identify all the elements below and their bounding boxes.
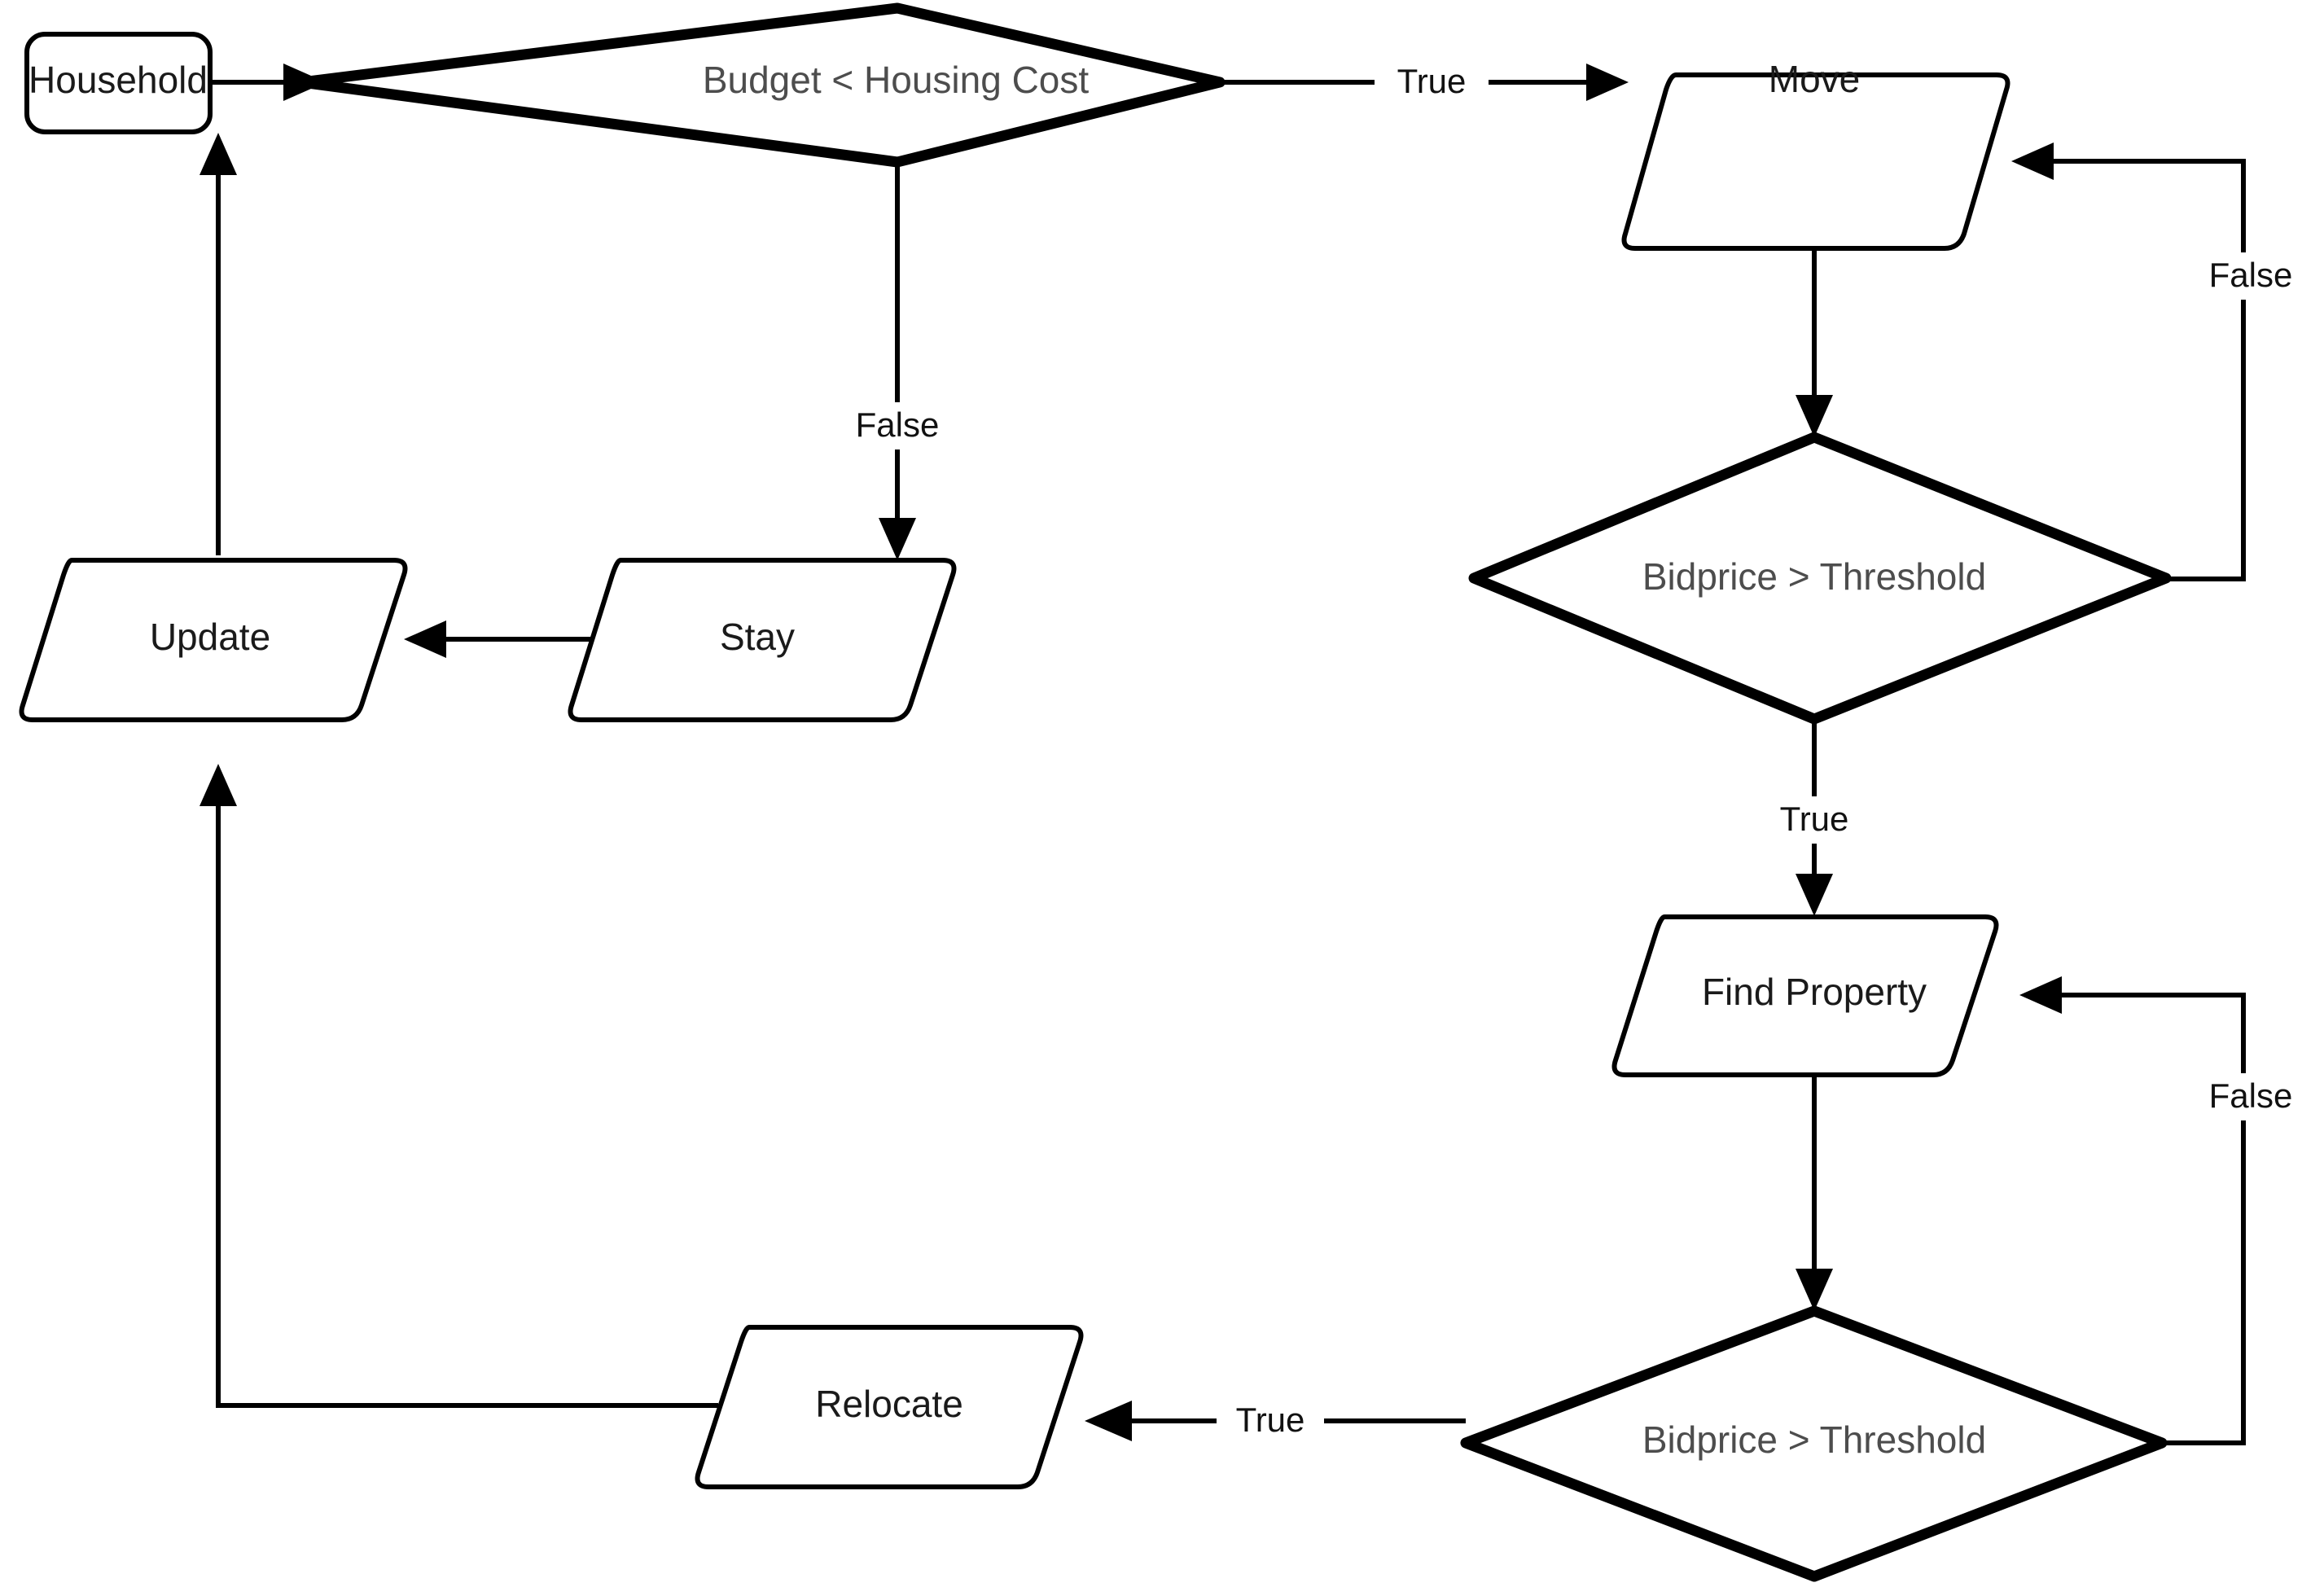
node-bid-check-1[interactable]: Bidprice > Threshold xyxy=(1468,432,2172,725)
node-stay[interactable]: Stay xyxy=(568,558,957,722)
edge-bid1-false-to-move: False xyxy=(2011,142,2311,581)
node-relocate[interactable]: Relocate xyxy=(695,1325,1084,1489)
node-household[interactable]: Household xyxy=(24,32,213,134)
node-update[interactable]: Update xyxy=(19,558,408,722)
edge-bid2-true-to-relocate: True xyxy=(1085,1397,1466,1445)
edge-update-to-household xyxy=(200,133,237,555)
node-budget-check[interactable]: Budget < Housing Cost xyxy=(296,2,1226,168)
edge-label-bid2-true: True xyxy=(1236,1401,1305,1439)
edge-budget-true-to-move: True xyxy=(1220,59,1629,106)
edge-relocate-to-update xyxy=(200,764,718,1408)
edge-label-bid2-false: False xyxy=(2209,1076,2293,1115)
edge-label-bid1-true: True xyxy=(1780,800,1849,838)
edge-label-bid1-false: False xyxy=(2209,256,2293,294)
edge-bid1-true-to-find: True xyxy=(1761,719,1868,916)
node-find-property[interactable]: Find Property xyxy=(1611,914,1999,1077)
edge-budget-false-to-stay: False xyxy=(839,162,959,560)
edge-bid2-false-to-find: False xyxy=(2019,976,2311,1445)
node-move[interactable]: Move xyxy=(1621,58,2010,251)
edge-move-to-bid1 xyxy=(1796,248,1833,437)
edge-label-budget-true: True xyxy=(1397,62,1467,100)
edge-find-to-bid2 xyxy=(1796,1075,1833,1311)
edge-label-budget-false: False xyxy=(856,406,940,444)
node-bid-check-2[interactable]: Bidprice > Threshold xyxy=(1460,1305,2168,1582)
